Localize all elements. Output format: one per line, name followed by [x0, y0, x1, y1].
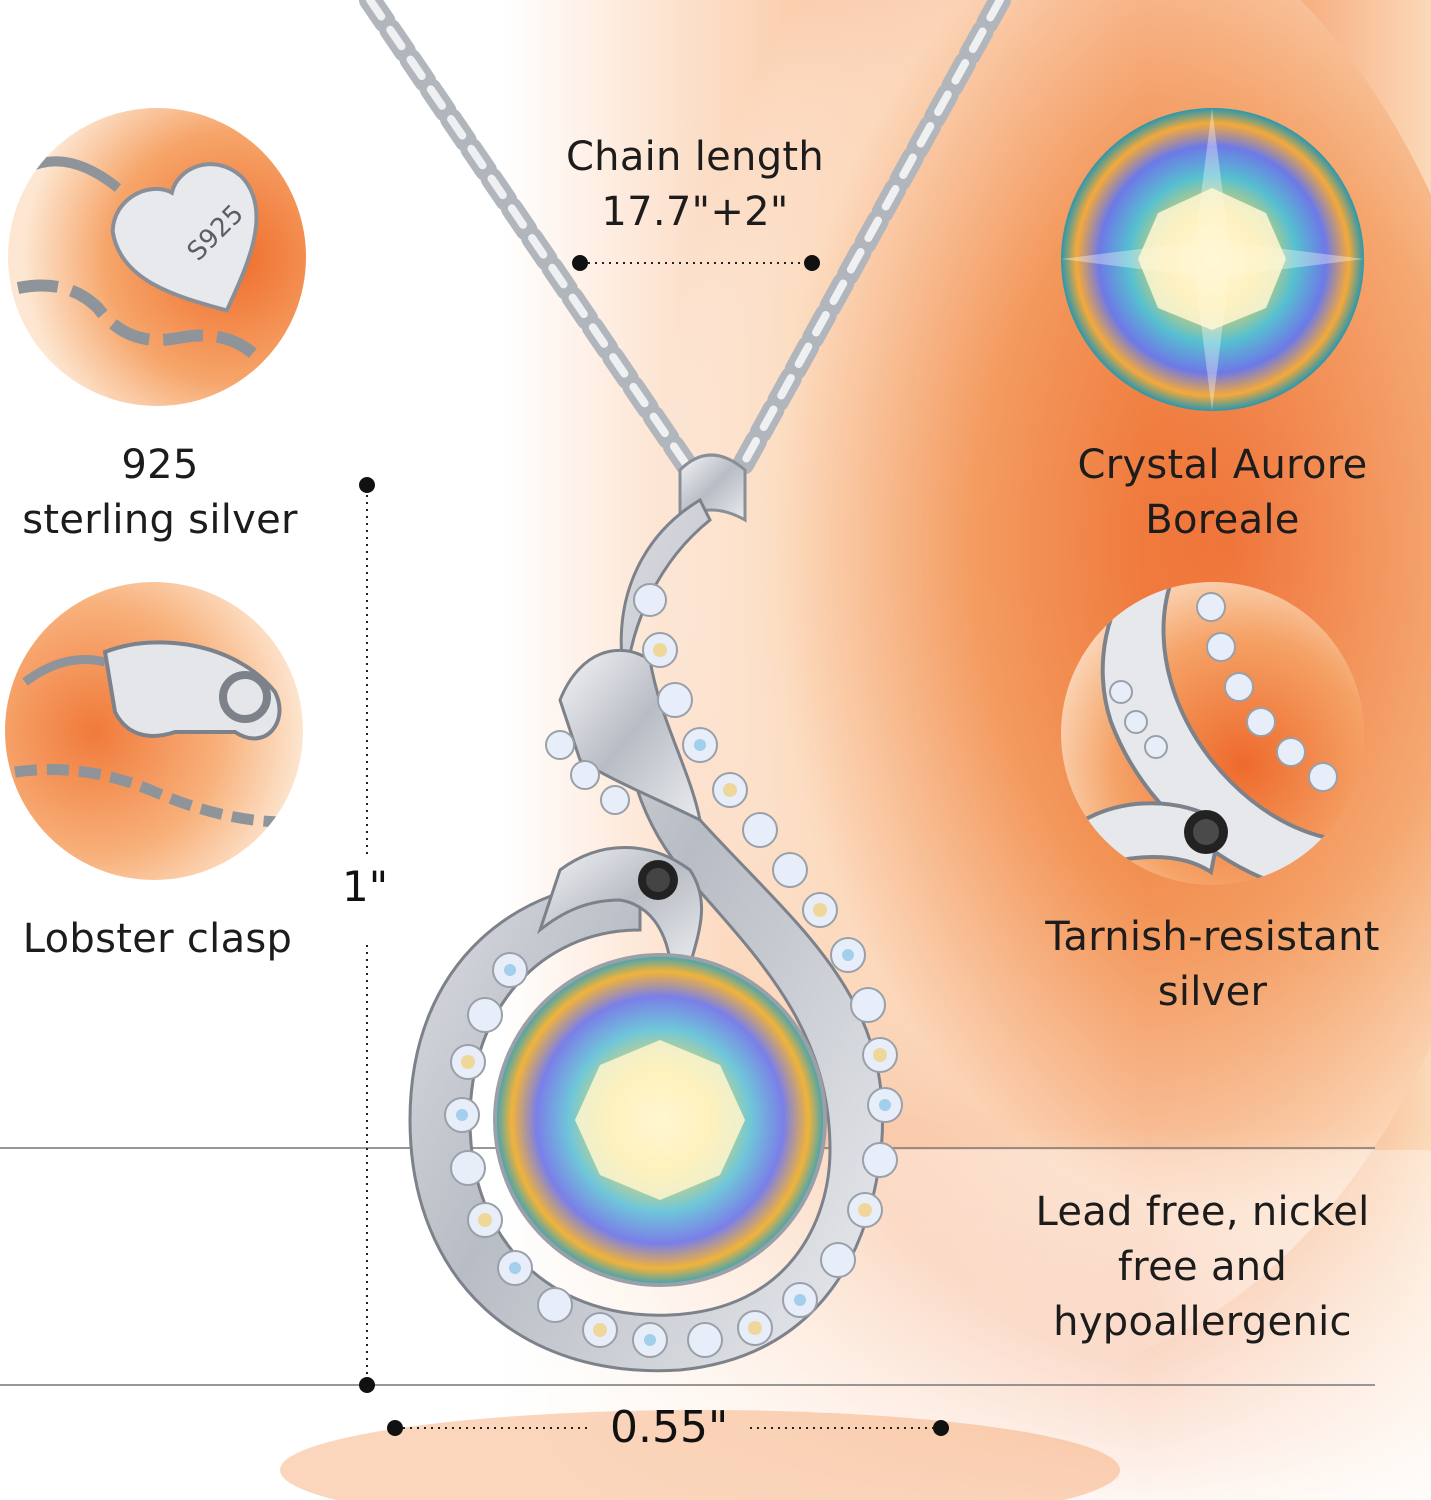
heart-tag-thumbnail: S925	[8, 108, 306, 406]
chain-length-dimension	[572, 255, 820, 271]
width-dimension	[387, 1420, 949, 1436]
lead-free-label: Lead free, nickel free and hypoallergeni…	[1035, 1189, 1370, 1345]
lobster-clasp-label: Lobster clasp	[22, 916, 293, 962]
width-value: 0.55"	[610, 1402, 729, 1453]
crystal-icon	[1061, 108, 1364, 411]
tarnish-resistant-label: Tarnish-resistant silver	[1045, 914, 1380, 1015]
sterling-silver-label: 925 sterling silver	[22, 442, 298, 543]
height-value: 1"	[342, 862, 389, 911]
height-dimension	[359, 477, 375, 1393]
crystal-label: Crystal Aurore Boreale	[1077, 442, 1368, 543]
chain-length-label: Chain length 17.7"+2"	[565, 134, 825, 235]
lobster-clasp-icon	[5, 582, 303, 880]
pendant-closeup-icon	[1061, 582, 1364, 885]
